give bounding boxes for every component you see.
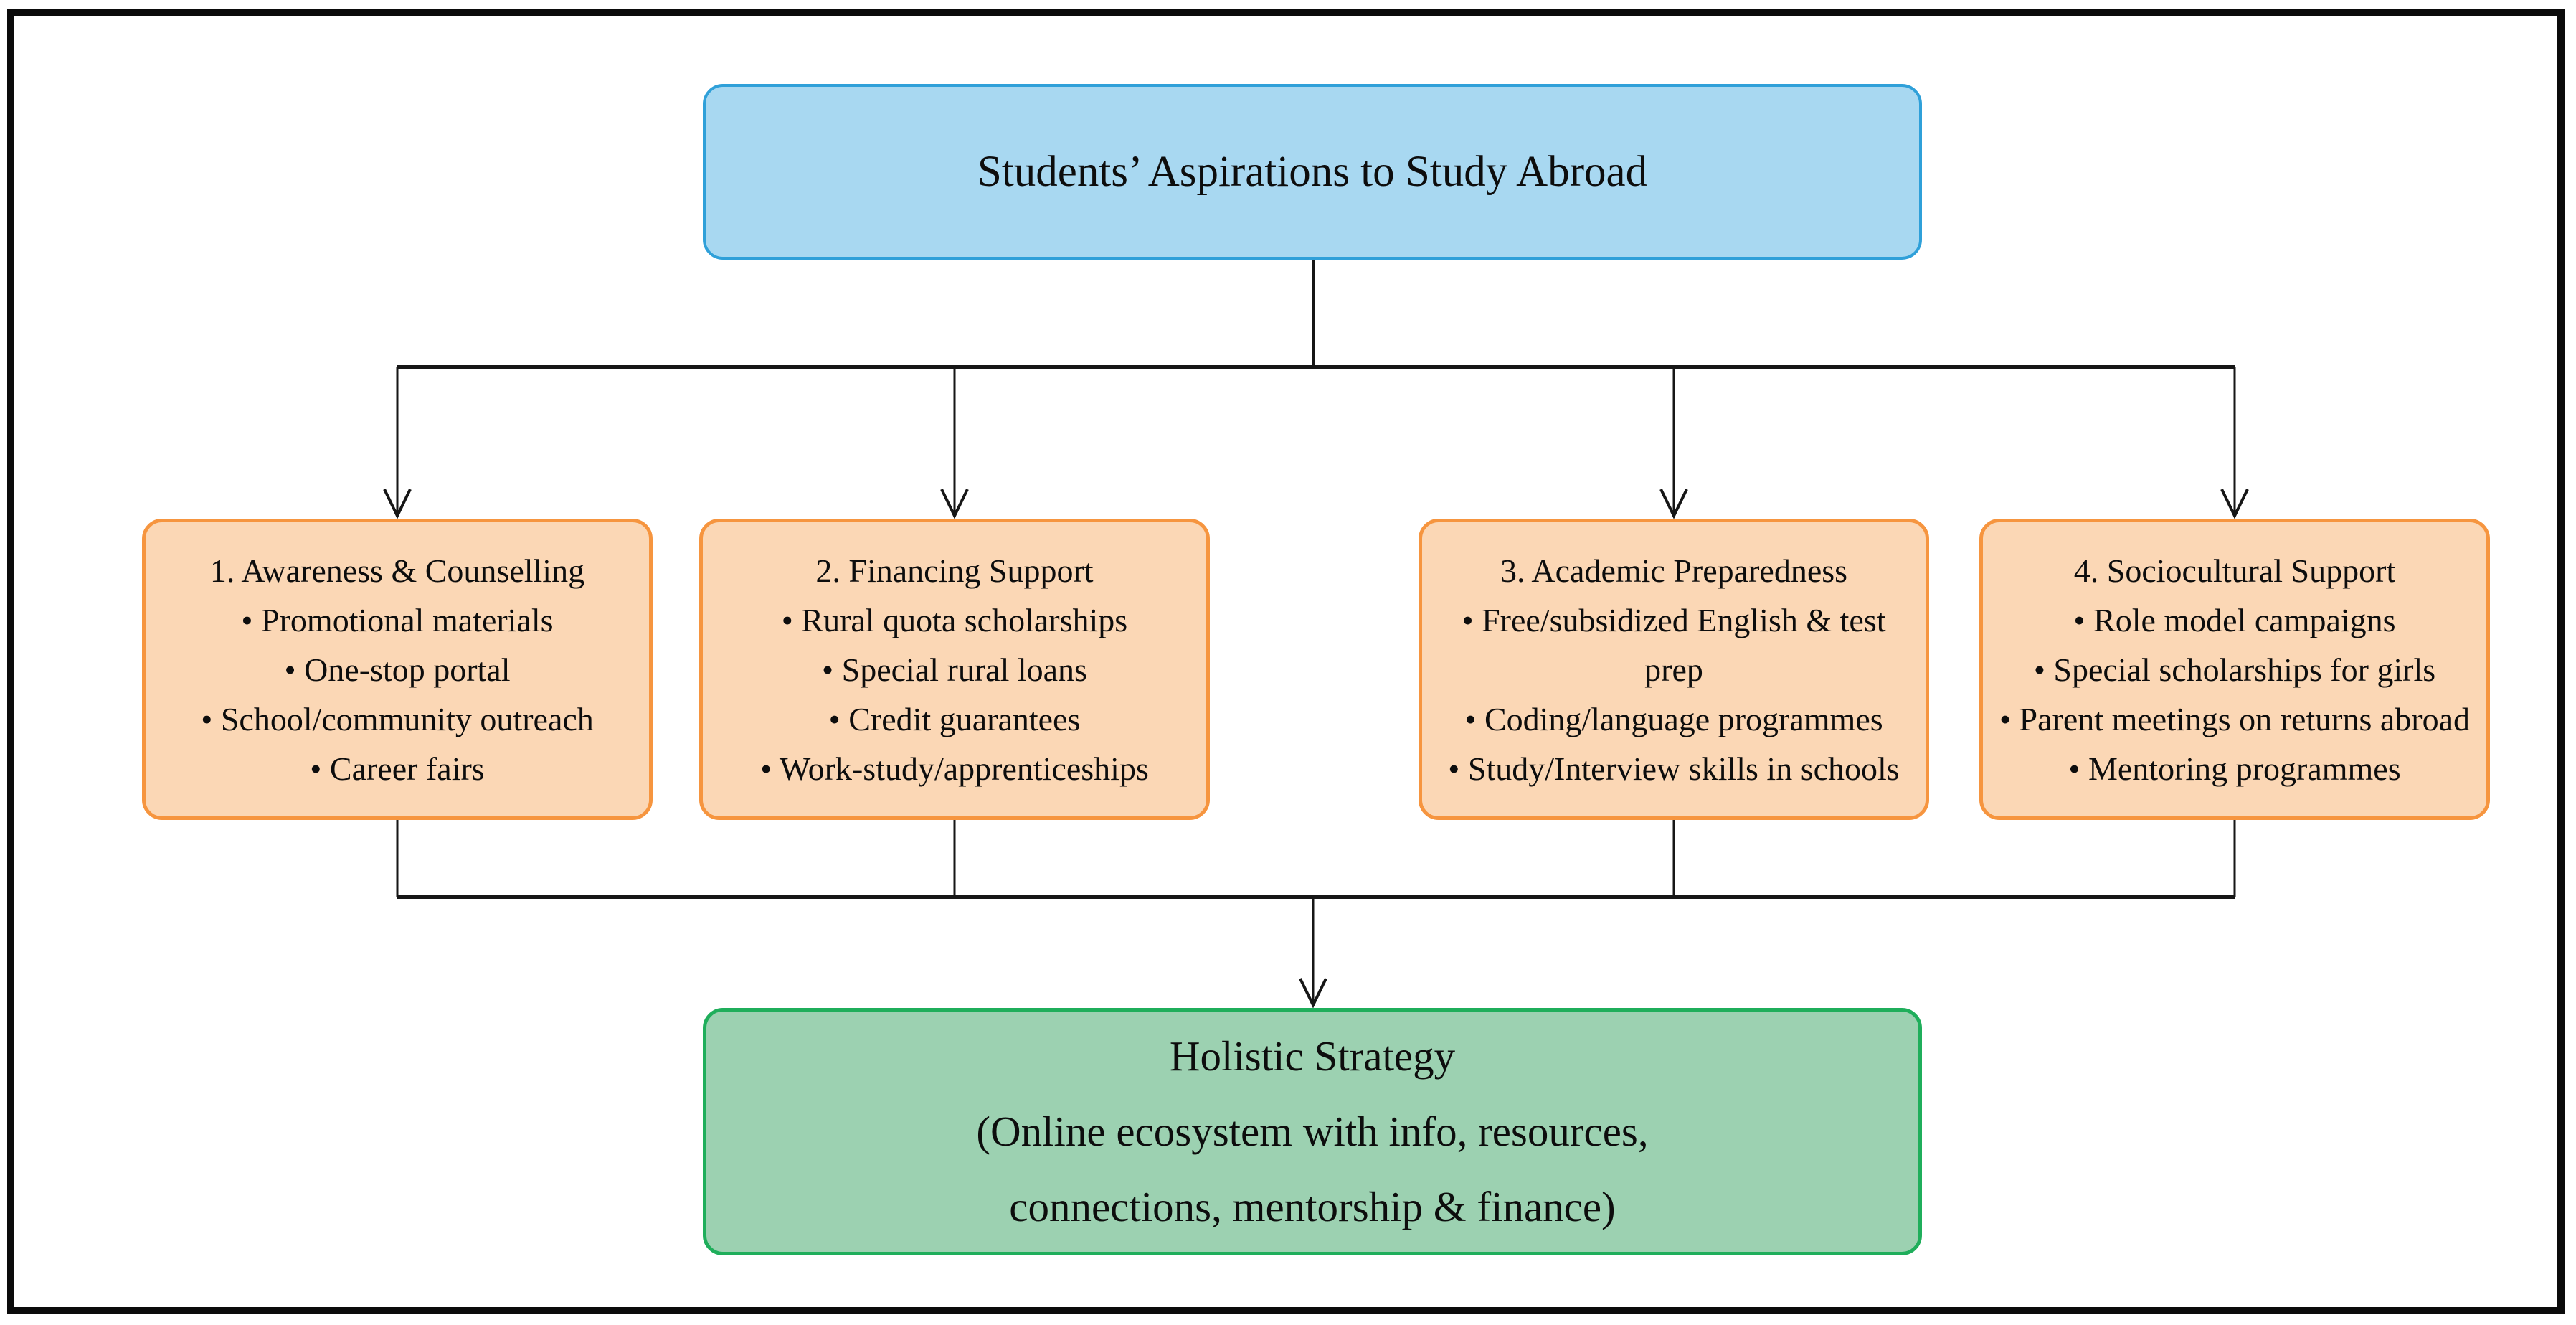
pillar-bullet: • Mentoring programmes xyxy=(2068,750,2401,787)
pillar-bullet: • Rural quota scholarships xyxy=(781,601,1128,638)
pillar-bullet: • Free/subsidized English & test prep xyxy=(1462,601,1886,688)
pillar-bullet: • Study/Interview skills in schools xyxy=(1448,750,1900,787)
pillar-bullet-list: • Free/subsidized English & test prep • C… xyxy=(1435,595,1913,793)
pillar-bullet-list: • Role model campaigns • Special scholars… xyxy=(1996,595,2473,793)
pillar-title: 2. Financing Support xyxy=(815,552,1094,589)
pillar-bullet: • One-stop portal xyxy=(284,651,511,688)
pillar-bullet: • Special rural loans xyxy=(822,651,1087,688)
outer-frame xyxy=(7,9,2565,1314)
pillar-bullet: • Work-study/apprenticeships xyxy=(760,750,1149,787)
root-node: Students’ Aspirations to Study Abroad xyxy=(703,84,1922,260)
pillar-bullet: • Role model campaigns xyxy=(2073,601,2396,638)
outcome-lines: Holistic Strategy (Online ecosystem with … xyxy=(976,1019,1648,1245)
pillar-bullet-list: • Promotional materials • One-stop portal… xyxy=(158,595,636,793)
pillar-awareness-counselling: 1. Awareness & Counselling • Promotional… xyxy=(142,519,653,820)
outcome-node: Holistic Strategy (Online ecosystem with … xyxy=(703,1008,1922,1255)
pillar-bullet: • Career fairs xyxy=(310,750,485,787)
arrowhead-icon xyxy=(1659,489,1688,519)
pillar-financing-support: 2. Financing Support • Rural quota schol… xyxy=(699,519,1210,820)
outcome-line: connections, mentorship & finance) xyxy=(1009,1183,1616,1230)
pillar-bullet: • Credit guarantees xyxy=(828,700,1081,737)
pillar-academic-preparedness: 3. Academic Preparedness • Free/subsidiz… xyxy=(1419,519,1929,820)
pillar-bullet: • Parent meetings on returns abroad xyxy=(1999,700,2471,737)
arrowhead-icon xyxy=(2220,489,2249,519)
outcome-line: Holistic Strategy xyxy=(1169,1032,1456,1080)
pillar-bullet: • School/community outreach xyxy=(201,700,594,737)
pillar-title: 4. Sociocultural Support xyxy=(2073,552,2396,589)
pillar-title: 3. Academic Preparedness xyxy=(1500,552,1848,589)
arrowhead-icon xyxy=(1299,978,1327,1009)
pillar-bullet: • Special scholarships for girls xyxy=(2033,651,2436,688)
pillar-bullet-list: • Rural quota scholarships • Special rura… xyxy=(716,595,1193,793)
root-label: Students’ Aspirations to Study Abroad xyxy=(977,147,1648,196)
arrowhead-icon xyxy=(940,489,969,519)
outcome-line: (Online ecosystem with info, resources, xyxy=(976,1107,1649,1155)
pillar-bullet: • Coding/language programmes xyxy=(1464,700,1883,737)
pillar-title: 1. Awareness & Counselling xyxy=(209,552,585,589)
pillar-sociocultural-support: 4. Sociocultural Support • Role model ca… xyxy=(1979,519,2490,820)
pillar-bullet: • Promotional materials xyxy=(241,601,554,638)
arrowhead-icon xyxy=(383,489,412,519)
